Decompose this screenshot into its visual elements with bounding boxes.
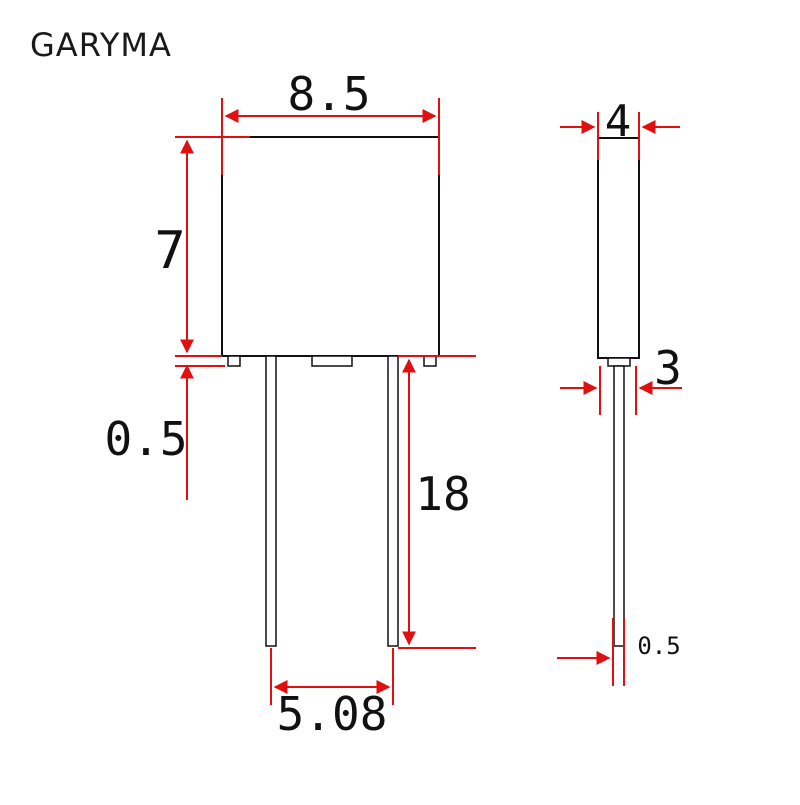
label-standoff: 0.5: [104, 412, 187, 466]
label-pitch: 5.08: [277, 687, 388, 741]
lead-right: [387, 355, 399, 647]
side-base: [607, 357, 631, 367]
front-view: [221, 136, 440, 647]
capacitor-body-side: [597, 137, 640, 359]
dim-lead-diameter: [557, 618, 625, 686]
base-tab-right: [423, 355, 437, 367]
label-thickness: 4: [605, 96, 632, 147]
label-lead-length: 18: [415, 467, 470, 521]
side-lead: [613, 365, 625, 647]
side-view: [597, 137, 640, 647]
label-height: 7: [154, 221, 185, 281]
lead-left: [265, 355, 277, 647]
base-tab-center: [311, 355, 353, 367]
dim-pitch: [270, 648, 394, 705]
capacitor-body-front: [221, 136, 440, 357]
brand-logo: GARYMA: [30, 26, 172, 64]
dim-height: [175, 136, 250, 357]
label-lead-offset: 3: [654, 341, 682, 395]
label-lead-diameter: 0.5: [637, 632, 680, 660]
dim-lead-offset: [560, 366, 682, 415]
dim-thickness: [560, 112, 680, 160]
label-width: 8.5: [287, 67, 370, 121]
dim-lead-length: [398, 355, 476, 649]
base-tab-left: [227, 355, 241, 367]
dim-standoff: [175, 364, 225, 500]
